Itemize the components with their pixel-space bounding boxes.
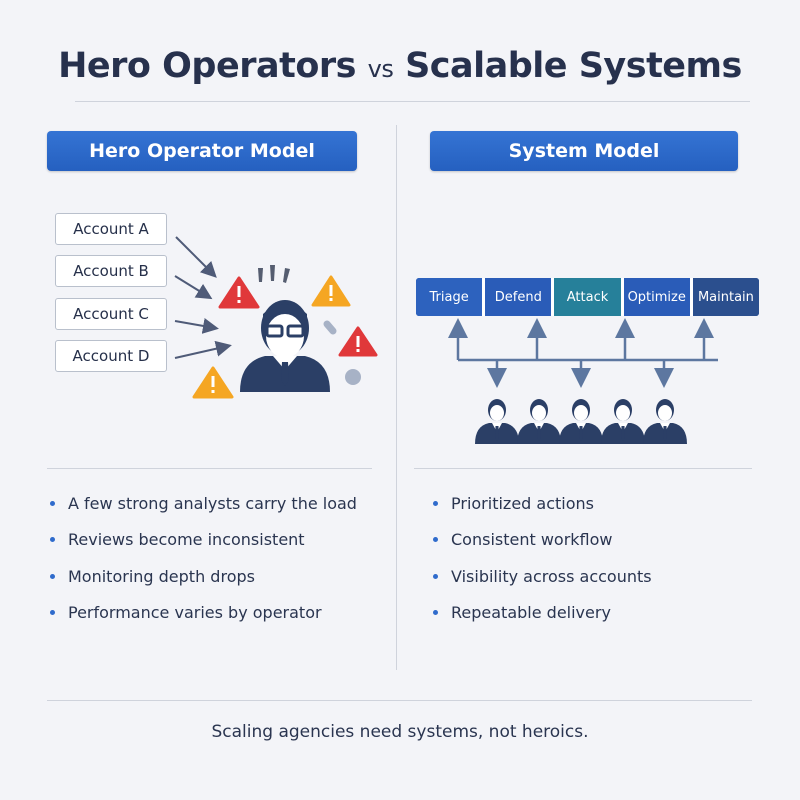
warning-red-icon-1 bbox=[218, 276, 260, 309]
title-divider bbox=[75, 101, 750, 102]
footer-divider bbox=[47, 700, 752, 701]
decor-dot-icon bbox=[323, 320, 337, 335]
warning-red-icon-2 bbox=[338, 326, 378, 357]
left-bullet: A few strong analysts carry the load bbox=[50, 494, 357, 513]
stage-optimize: Optimize bbox=[620, 278, 690, 316]
account-arrows-icon bbox=[174, 236, 232, 359]
account-d-box: Account D bbox=[55, 340, 167, 372]
account-c-box: Account C bbox=[55, 298, 167, 330]
footer-caption: Scaling agencies need systems, not heroi… bbox=[211, 722, 589, 742]
workflow-pipeline: Triage Defend Attack Optimize Maintain bbox=[416, 278, 759, 316]
stage-attack: Attack bbox=[551, 278, 621, 316]
warning-amber-icon-1 bbox=[311, 275, 351, 307]
left-bullet: Monitoring depth drops bbox=[50, 567, 255, 586]
account-a-box: Account A bbox=[55, 213, 167, 245]
right-bullet: Visibility across accounts bbox=[433, 567, 652, 586]
account-b-box: Account B bbox=[55, 255, 167, 287]
team-icon bbox=[475, 399, 687, 444]
left-bullet: Reviews become inconsistent bbox=[50, 530, 305, 549]
title-left: Hero Operators bbox=[58, 46, 356, 86]
left-bullet: Performance varies by operator bbox=[50, 603, 322, 622]
right-divider bbox=[414, 468, 752, 469]
right-bullet: Consistent workflow bbox=[433, 530, 613, 549]
stress-marks-icon bbox=[258, 265, 290, 283]
warning-amber-icon-2 bbox=[192, 366, 234, 399]
column-divider bbox=[396, 125, 397, 670]
decor-dot-icon bbox=[345, 369, 361, 385]
system-model-header: System Model bbox=[430, 131, 738, 171]
left-divider bbox=[47, 468, 372, 469]
page-title: Hero Operators vs Scalable Systems bbox=[0, 46, 800, 86]
stage-maintain: Maintain bbox=[689, 278, 759, 316]
title-right: Scalable Systems bbox=[405, 46, 742, 86]
right-bullet: Prioritized actions bbox=[433, 494, 594, 513]
stage-triage: Triage bbox=[416, 278, 483, 316]
hero-model-header: Hero Operator Model bbox=[47, 131, 357, 171]
overwhelmed-operator-icon bbox=[240, 300, 330, 392]
workflow-connectors-icon bbox=[448, 318, 718, 388]
title-vs: vs bbox=[367, 55, 394, 83]
stage-defend: Defend bbox=[482, 278, 552, 316]
right-bullet: Repeatable delivery bbox=[433, 603, 611, 622]
